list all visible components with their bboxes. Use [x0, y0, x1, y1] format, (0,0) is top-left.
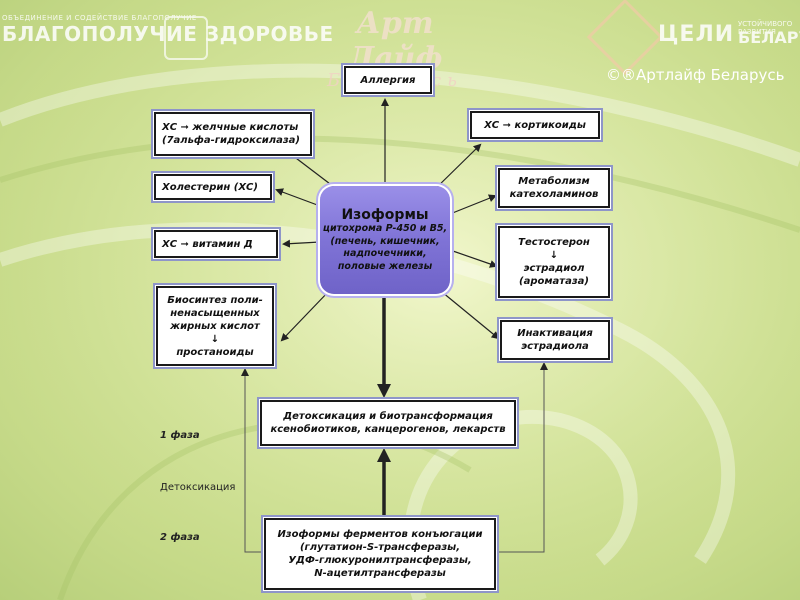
node-cholesterol: Холестерин (ХС) — [154, 174, 272, 200]
edge-to-corticoids — [431, 143, 482, 193]
center-node-line2: (печень, кишечник, — [330, 235, 440, 247]
node-catecholamines-line1: Метаболизм — [518, 176, 590, 187]
node-fatty-acids-line4: простаноиды — [176, 346, 254, 358]
node-fatty-acids: Биосинтез поли- ненасыщенных жирных кисл… — [156, 286, 274, 366]
left-logo-small-text: ОБЪЕДИНЕНИЕ И СОДЕЙСТВИЕ БЛАГОПОЛУЧИЕ — [2, 14, 197, 22]
node-vitamin-d-text: ХС ➞ витамин Д — [162, 238, 253, 250]
node-vitamin-d: ХС ➞ витамин Д — [154, 230, 278, 258]
node-fatty-acids-line1: Биосинтез поли- — [167, 294, 263, 306]
node-cholesterol-text: Холестерин (ХС) — [162, 181, 258, 193]
edge-to-cholesterol — [275, 188, 321, 207]
node-bile-acids-line2: (7альфа-гидроксилаза) — [162, 135, 301, 146]
node-testosterone-line3: (ароматаза) — [519, 276, 589, 287]
node-conjugation-line2: (глутатион-S-трансферазы, — [299, 542, 461, 553]
node-detox: Детоксикация и биотрансформация ксенобио… — [260, 400, 516, 446]
label-phase2: 2 фаза — [160, 532, 200, 543]
edge-to-testosterone — [449, 249, 498, 268]
node-conjugation-line1: Изоформы ферментов конъюгации — [277, 529, 483, 540]
center-node-line1: цитохрома Р-450 и В5, — [322, 223, 448, 234]
right-logo-main: ЦЕЛИ — [658, 22, 735, 47]
node-detox-line2: ксенобиотиков, канцерогенов, лекарств — [270, 424, 506, 435]
center-node-title: Изоформы — [341, 207, 429, 223]
left-logo: ОБЪЕДИНЕНИЕ И СОДЕЙСТВИЕ БЛАГОПОЛУЧИЕ БЛ… — [2, 14, 334, 60]
node-testosterone-line2: эстрадиол — [523, 263, 585, 274]
label-detox: Детоксикация — [160, 482, 236, 493]
edge-to-catecholamines — [449, 194, 497, 215]
node-fatty-acids-arrow: ↓ — [210, 333, 220, 345]
node-fatty-acids-line2: ненасыщенных — [170, 307, 260, 319]
right-logo-country: БЕЛАРУСИ — [738, 28, 800, 47]
edge-to-bile-acids — [286, 150, 339, 191]
node-estradiol-line1: Инактивация — [517, 328, 593, 339]
node-corticoids-text: ХС ➞ кортикоиды — [484, 119, 586, 131]
edge-conjugation-to-estradiol — [496, 362, 548, 553]
node-testosterone-arrow: ↓ — [549, 250, 559, 261]
node-conjugation-line3: УДФ-глюкуронилтрансферазы, — [288, 555, 472, 566]
edge-to-estradiol — [441, 291, 500, 340]
node-testosterone: Тестостерон ↓ эстрадиол (ароматаза) — [498, 226, 610, 298]
node-bile-acids-line1: ХС ➞ желчные кислоты — [162, 122, 299, 133]
node-detox-line1: Детоксикация и биотрансформация — [283, 411, 493, 422]
edge-to-fatty-acids — [280, 289, 331, 342]
node-catecholamines-line2: катехоламинов — [509, 189, 599, 200]
node-corticoids: ХС ➞ кортикоиды — [470, 111, 600, 139]
left-logo-badge-icon — [164, 16, 208, 60]
node-allergy: Аллергия — [344, 66, 432, 94]
edge-to-vitamin-d — [282, 239, 321, 248]
node-catecholamines: Метаболизм катехоламинов — [498, 168, 610, 208]
node-estradiol: Инактивация эстрадиола — [500, 320, 610, 360]
edge-conjugation-to-fatty-acids — [241, 368, 264, 553]
center-node-line4: половые железы — [337, 260, 433, 272]
node-bile-acids: ХС ➞ желчные кислоты (7альфа-гидроксилаз… — [154, 112, 312, 156]
right-logo-small: УСТОЙЧИВОГО РАЗВИТИЯ — [738, 20, 793, 36]
node-conjugation-line4: N-ацетилтрансферазы — [314, 568, 446, 579]
node-conjugation: Изоформы ферментов конъюгации (глутатион… — [264, 518, 496, 590]
node-fatty-acids-line3: жирных кислот — [170, 320, 260, 332]
copyright: ©®Артлайф Беларусь — [606, 66, 785, 84]
node-testosterone-line1: Тестостерон — [518, 237, 590, 248]
label-phase1: 1 фаза — [160, 430, 200, 441]
node-isoforms-center: Изоформы цитохрома Р-450 и В5, (печень, … — [320, 186, 450, 294]
center-node-line3: надпочечники, — [343, 248, 427, 259]
left-logo-text: БЛАГОПОЛУЧИЕ ЗДОРОВЬЕ — [2, 22, 334, 46]
node-estradiol-line2: эстрадиола — [521, 341, 589, 352]
node-allergy-text: Аллергия — [360, 74, 416, 86]
